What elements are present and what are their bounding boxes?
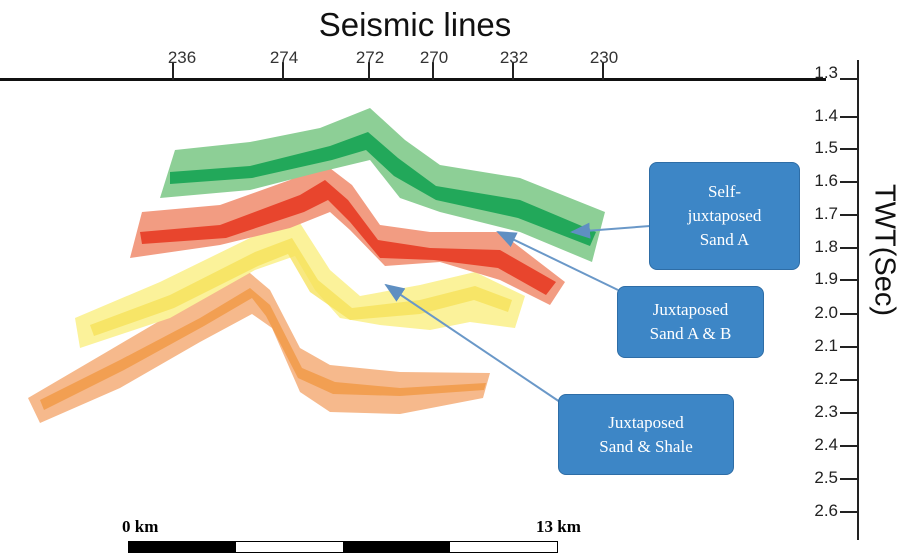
twt-tick-label: 1.8 bbox=[814, 237, 838, 256]
twt-tick-label: 2.4 bbox=[814, 435, 838, 454]
seismic-line-tick bbox=[368, 62, 370, 80]
twt-tick-label: 1.6 bbox=[814, 171, 838, 190]
seismic-line-baseline bbox=[0, 78, 826, 81]
seismic-line-label: 236 bbox=[167, 48, 197, 67]
twt-tick bbox=[840, 78, 857, 80]
twt-tick-label: 2.2 bbox=[814, 369, 838, 388]
twt-tick bbox=[840, 511, 857, 513]
twt-tick bbox=[840, 148, 857, 150]
twt-axis-line bbox=[857, 60, 859, 540]
twt-tick bbox=[840, 379, 857, 381]
twt-tick-label: 2.5 bbox=[814, 468, 838, 487]
scale-start-label: 0 km bbox=[122, 517, 159, 536]
scale-segment bbox=[343, 542, 450, 552]
twt-tick bbox=[840, 346, 857, 348]
twt-tick-label: 1.3 bbox=[814, 63, 838, 82]
green-band-outer bbox=[160, 108, 605, 262]
seismic-line-tick bbox=[282, 62, 284, 80]
twt-tick-label: 1.9 bbox=[814, 269, 838, 288]
callout-self-juxtaposed: Self- juxtaposed Sand A bbox=[649, 162, 800, 270]
seismic-line-tick bbox=[432, 62, 434, 80]
twt-tick bbox=[840, 247, 857, 249]
arrow-sand-shale bbox=[384, 283, 561, 403]
twt-tick bbox=[840, 313, 857, 315]
arrow-self-juxtaposed bbox=[570, 222, 651, 239]
twt-tick bbox=[840, 279, 857, 281]
yellow-band-outer bbox=[75, 220, 525, 348]
seismic-line-label: 270 bbox=[419, 48, 449, 67]
twt-tick-label: 1.4 bbox=[814, 106, 838, 125]
callout-juxtaposed-sand-shale: Juxtaposed Sand & Shale bbox=[558, 394, 734, 475]
seismic-line-tick bbox=[512, 62, 514, 80]
twt-tick-label: 2.1 bbox=[814, 336, 838, 355]
seismic-line-tick bbox=[172, 62, 174, 80]
seismic-line-label: 232 bbox=[499, 48, 529, 67]
yellow-band-inner bbox=[90, 238, 512, 336]
seismic-line-label: 230 bbox=[589, 48, 619, 67]
scale-segment bbox=[129, 542, 236, 552]
red-band-inner bbox=[140, 180, 556, 295]
twt-tick bbox=[840, 214, 857, 216]
arrow-sand-ab bbox=[496, 231, 619, 291]
green-band-inner bbox=[170, 132, 596, 246]
twt-tick-label: 1.5 bbox=[814, 138, 838, 157]
scale-end-label: 13 km bbox=[536, 517, 581, 536]
twt-tick-label: 2.6 bbox=[814, 501, 838, 520]
scale-bar bbox=[128, 541, 558, 553]
seismic-line-tick bbox=[602, 62, 604, 80]
twt-tick bbox=[840, 116, 857, 118]
twt-axis-title: TWT(Sec) bbox=[868, 183, 901, 317]
callout-juxtaposed-sand-ab: Juxtaposed Sand A & B bbox=[617, 286, 764, 358]
scale-segment bbox=[450, 542, 557, 552]
diagram-title: Seismic lines bbox=[318, 6, 512, 43]
seismic-line-label: 272 bbox=[355, 48, 385, 67]
twt-tick-label: 2.3 bbox=[814, 402, 838, 421]
orange-band-outer bbox=[28, 268, 490, 423]
twt-tick bbox=[840, 445, 857, 447]
seismic-line-label: 274 bbox=[269, 48, 299, 67]
twt-tick-label: 1.7 bbox=[814, 204, 838, 223]
twt-tick-label: 2.0 bbox=[814, 303, 838, 322]
twt-tick bbox=[840, 478, 857, 480]
twt-tick bbox=[840, 412, 857, 414]
twt-tick bbox=[840, 181, 857, 183]
scale-segment bbox=[236, 542, 343, 552]
